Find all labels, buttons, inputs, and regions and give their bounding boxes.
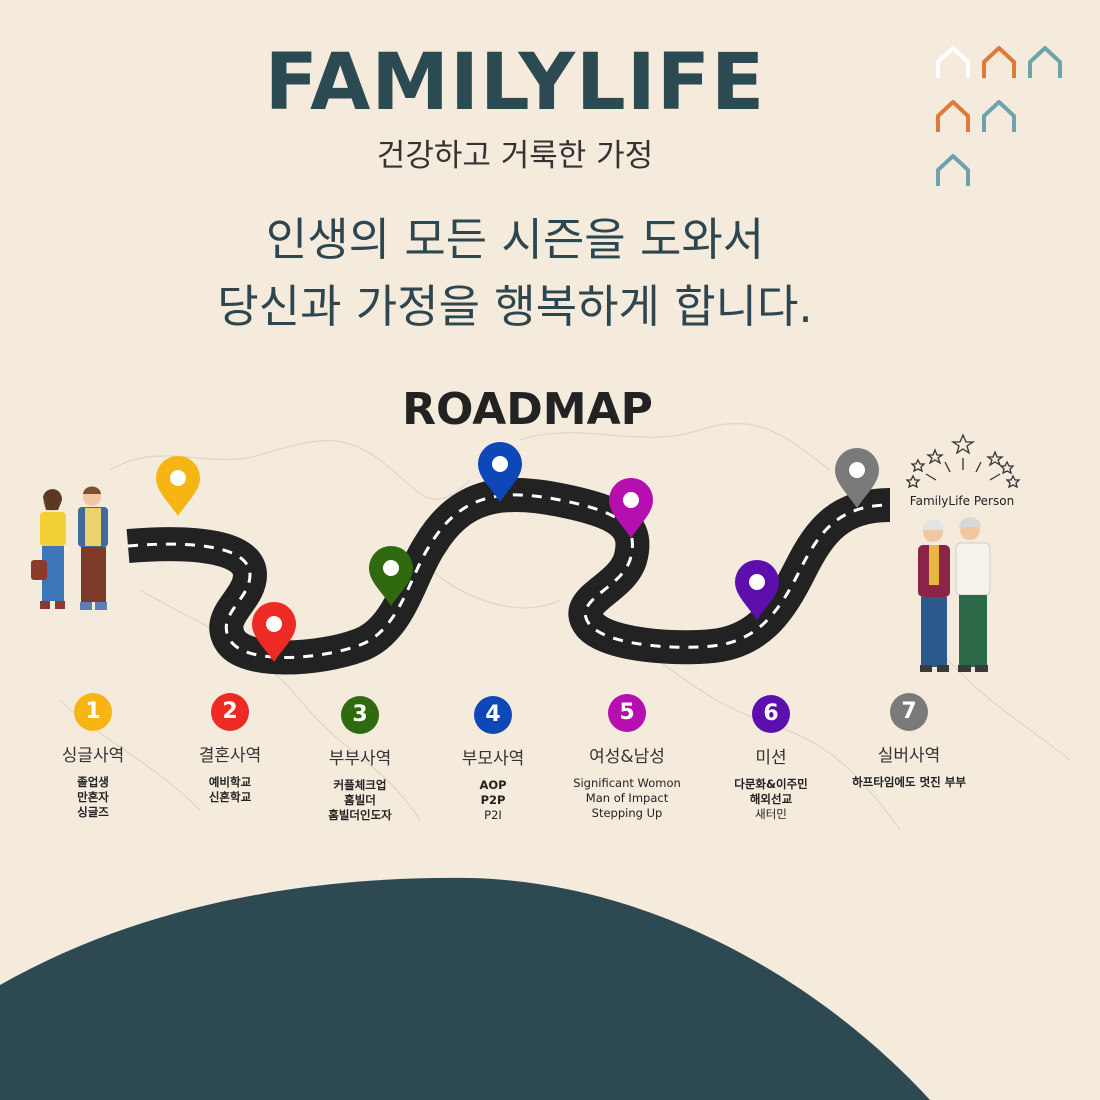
map-pin-icon-4 [478, 442, 522, 502]
step-detail: 홈빌더인도자 [328, 808, 392, 822]
step-details: 다문화&이주민 해외선교 새터민 [696, 777, 846, 822]
step-title: 여성&남성 [589, 747, 665, 767]
step-detail: 싱글즈 [77, 805, 109, 819]
step-details: 하프타임에도 멋진 부부 [834, 775, 984, 790]
familylife-person-label: FamilyLife Person [909, 494, 1015, 508]
page-title: FAMILYLIFE [264, 38, 766, 128]
step-detail: 신혼학교 [208, 790, 252, 804]
step-detail: AOP [479, 778, 507, 792]
map-pin-icon-3 [369, 546, 413, 606]
roadmap-step-4: 4 부모사역 AOP P2P P2I [418, 696, 568, 823]
step-detail: Significant Womon [573, 776, 681, 790]
step-detail: 홈빌더 [344, 793, 376, 807]
step-detail: 다문화&이주민 [734, 777, 808, 791]
step-title: 부모사역 [461, 749, 525, 769]
step-number-badge: 7 [890, 693, 928, 731]
step-details: 예비학교 신혼학교 [155, 775, 305, 805]
headline-line-2: 당신과 가정을 행복하게 합니다. [217, 280, 813, 333]
map-pin-icon-6 [735, 560, 779, 620]
map-pin-icon-1 [156, 456, 200, 516]
roadmap-step-3: 3 부부사역 커플체크업 홈빌더 홈빌더인도자 [285, 696, 435, 823]
road [126, 478, 891, 675]
step-detail: 커플체크업 [333, 778, 387, 792]
step-number-badge: 4 [474, 696, 512, 734]
step-detail: 해외선교 [749, 792, 793, 806]
step-number-badge: 6 [752, 695, 790, 733]
step-number-badge: 1 [74, 693, 112, 731]
star-burst-icon [905, 433, 1021, 489]
roadmap-step-7: 7 실버사역 하프타임에도 멋진 부부 [834, 693, 984, 790]
step-detail: 졸업생 [77, 775, 109, 789]
roadmap-title: ROADMAP [402, 384, 653, 435]
step-title: 결혼사역 [198, 746, 262, 766]
map-pin-icon-7 [835, 448, 879, 508]
step-detail: Man of Impact [585, 791, 669, 805]
roadmap-step-1: 1 싱글사역 졸업생 만혼자 싱글즈 [18, 693, 168, 820]
step-number-badge: 2 [211, 693, 249, 731]
step-number-badge: 3 [341, 696, 379, 734]
young-couple-illustration [31, 486, 108, 610]
page-subtitle: 건강하고 거룩한 가정 [376, 138, 654, 174]
elderly-couple-illustration [918, 517, 991, 672]
step-detail: 새터민 [755, 807, 787, 821]
step-title: 싱글사역 [61, 746, 125, 766]
step-detail: P2I [484, 808, 502, 822]
step-details: Significant Womon Man of Impact Stepping… [552, 776, 702, 821]
step-title: 부부사역 [328, 749, 392, 769]
bottom-wave-shape [0, 877, 930, 1100]
step-number-badge: 5 [608, 694, 646, 732]
step-detail: 만혼자 [77, 790, 109, 804]
step-detail: Stepping Up [591, 806, 663, 820]
step-details: AOP P2P P2I [418, 778, 568, 823]
step-detail: 예비학교 [208, 775, 252, 789]
step-detail: 하프타임에도 멋진 부부 [852, 775, 966, 789]
step-details: 커플체크업 홈빌더 홈빌더인도자 [285, 778, 435, 823]
step-details: 졸업생 만혼자 싱글즈 [18, 775, 168, 820]
headline-line-1: 인생의 모든 시즌을 도와서 [265, 213, 765, 266]
map-pin-icon-5 [609, 478, 653, 538]
roadmap-step-5: 5 여성&남성 Significant Womon Man of Impact … [552, 694, 702, 821]
step-title: 미션 [755, 748, 787, 768]
roadmap-step-2: 2 결혼사역 예비학교 신혼학교 [155, 693, 305, 805]
step-detail: P2P [480, 793, 506, 807]
roadmap-step-6: 6 미션 다문화&이주민 해외선교 새터민 [696, 695, 846, 822]
map-pin-icon-2 [252, 602, 296, 662]
step-title: 실버사역 [877, 746, 941, 766]
house-logo-icon [936, 46, 1062, 186]
